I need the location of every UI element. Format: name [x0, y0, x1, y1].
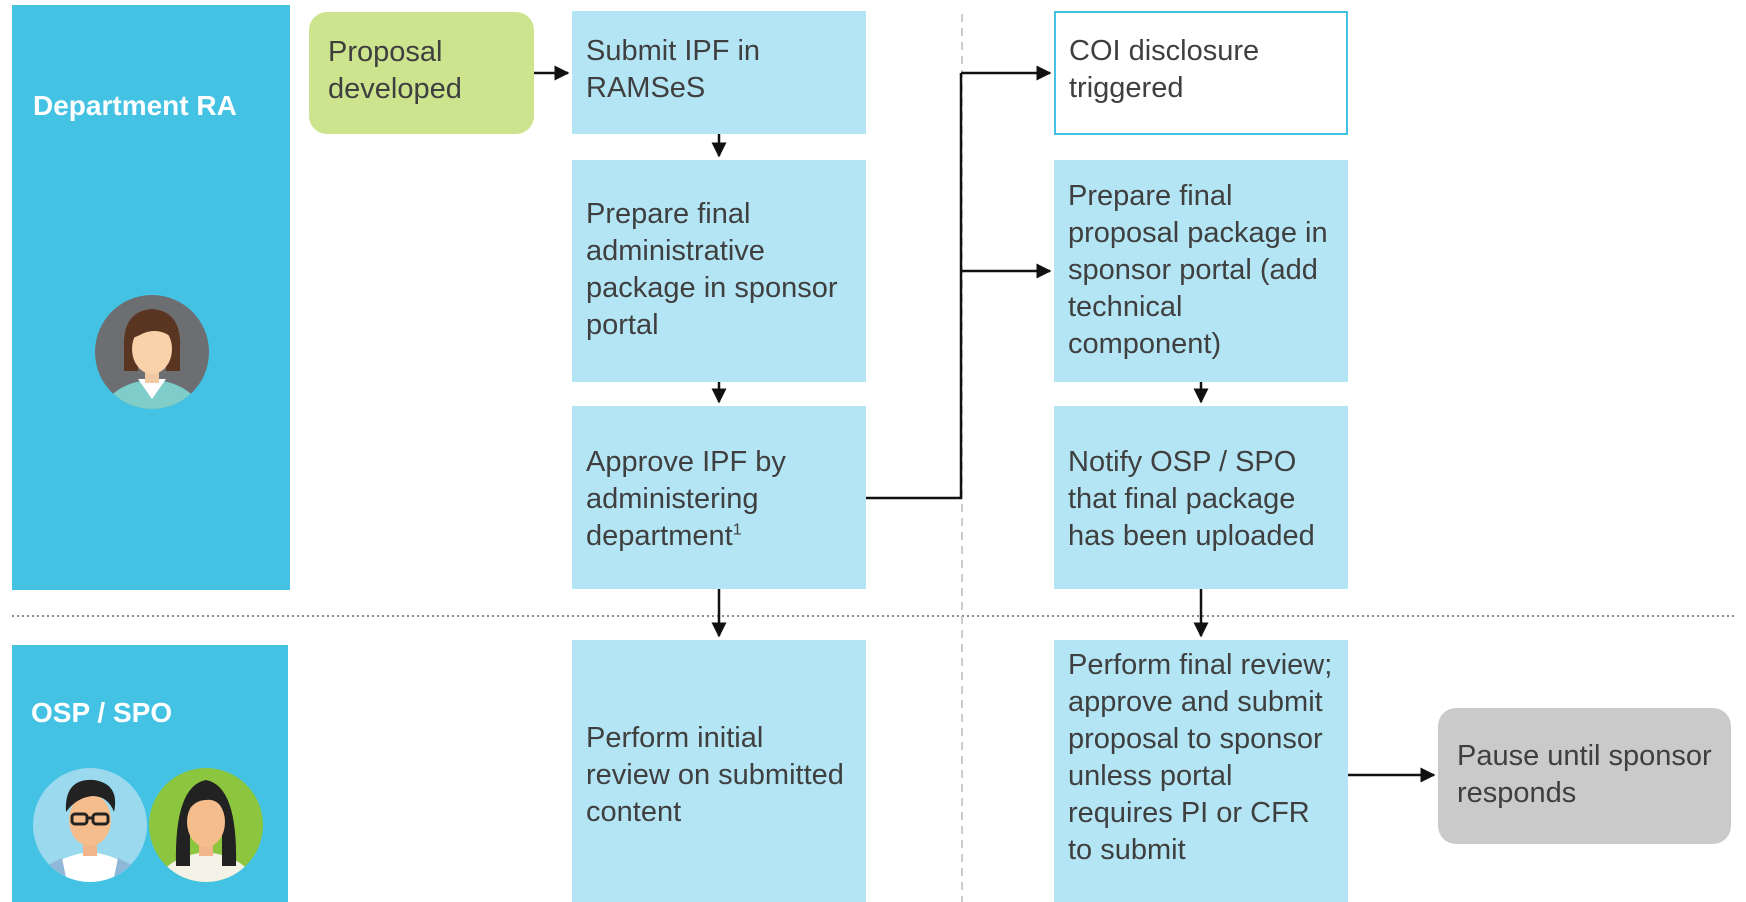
step-approve-ipf: Approve IPF by administering department1	[572, 406, 866, 589]
woman-avatar-icon	[94, 293, 210, 416]
step-final-review: Perform final review; approve and submit…	[1054, 640, 1348, 902]
footnote-marker: 1	[732, 521, 742, 539]
step-submit-ipf: Submit IPF in RAMSeS	[572, 11, 866, 134]
step-proposal-developed: Proposal developed	[309, 12, 534, 134]
connector-approve-branch	[866, 73, 963, 500]
step-coi-disclosure: COI disclosure triggered	[1054, 11, 1348, 135]
step-prepare-admin-package: Prepare final administrative package in …	[572, 160, 866, 382]
step-notify-osp: Notify OSP / SPO that final package has …	[1054, 406, 1348, 589]
step-pause: Pause until sponsor responds	[1438, 708, 1731, 844]
lane-title-department-ra: Department RA	[33, 90, 237, 121]
man-with-glasses-avatar-icon	[32, 766, 148, 889]
step-initial-review: Perform initial review on submitted cont…	[572, 640, 866, 902]
woman-avatar-icon	[148, 766, 264, 889]
step-prepare-final-proposal: Prepare final proposal package in sponso…	[1054, 160, 1348, 382]
step-approve-ipf-label: Approve IPF by administering department	[586, 446, 786, 552]
lane-title-osp-spo: OSP / SPO	[31, 697, 173, 728]
